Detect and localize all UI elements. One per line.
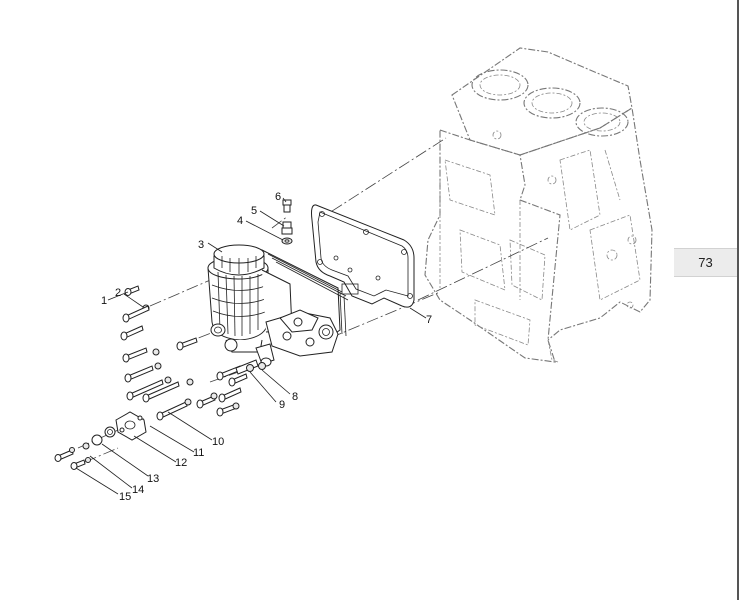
callout-8: 8 (292, 391, 298, 403)
callout-1: 1 (101, 295, 107, 307)
callout-7: 7 (426, 314, 432, 326)
frame-edge (737, 0, 739, 600)
callout-2: 2 (115, 287, 121, 299)
callout-leader-lines (75, 197, 427, 495)
callout-15: 15 (119, 491, 131, 503)
gasket (311, 204, 415, 308)
callout-labels: 1 2 3 4 5 6 7 8 9 10 11 12 13 14 15 (101, 191, 432, 503)
callout-6: 6 (275, 191, 281, 203)
sensor-fitting-parts (281, 199, 293, 245)
page-number-tab: 73 (674, 248, 737, 277)
callout-14: 14 (132, 484, 144, 496)
callout-5: 5 (251, 205, 257, 217)
callout-12: 12 (175, 457, 187, 469)
bolt-set (120, 285, 266, 421)
callout-11: 11 (193, 447, 204, 459)
page-number-label: 73 (698, 255, 713, 270)
callout-13: 13 (147, 473, 159, 485)
oil-filter-housing (207, 244, 293, 353)
callout-3: 3 (198, 239, 204, 251)
engine-block-outline (424, 47, 653, 363)
callout-9: 9 (279, 399, 285, 411)
callout-10: 10 (212, 436, 224, 448)
oil-filter-base (255, 309, 339, 367)
callout-4: 4 (237, 215, 243, 227)
outlet-flange-parts (54, 411, 147, 470)
